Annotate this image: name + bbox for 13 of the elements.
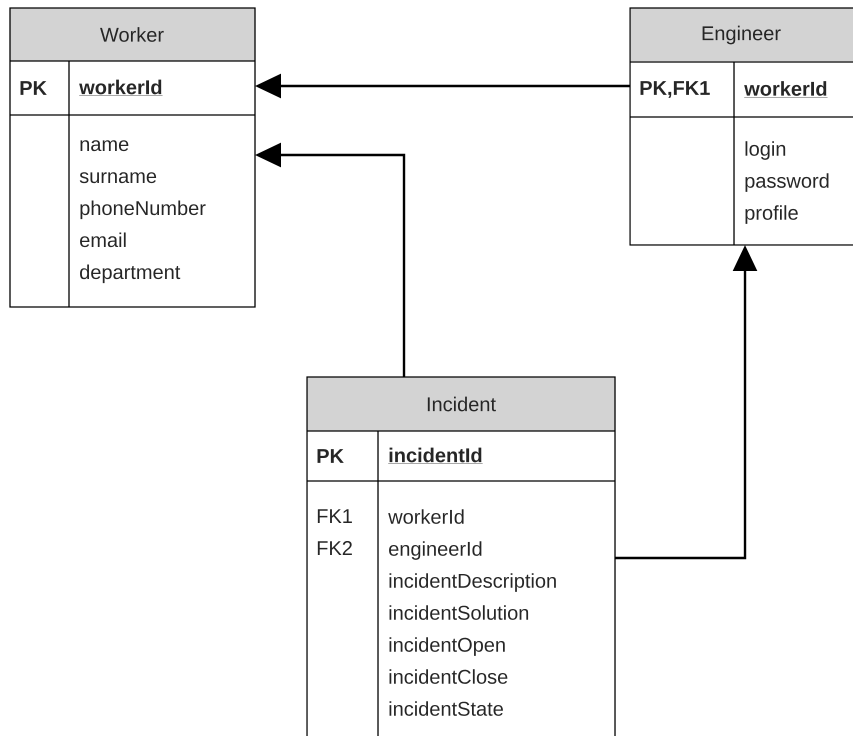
key-field: incidentId [388,448,483,464]
key-label: PK,FK1 [640,81,710,98]
table-title: Worker [100,27,164,42]
key-label: PK [20,81,47,95]
table-title: Engineer [702,26,781,44]
key-field: workerId [744,81,828,98]
table-title: Incident [428,396,496,412]
key-label: PK [318,449,344,463]
key-field: workerId [79,80,163,96]
attribute-list: workerId engineerId incidentDescription incidentSolution incidentOpen incidentClose incidentState [388,509,556,716]
attribute-list: name surname phoneNumber email department [80,140,206,284]
attribute-list: login password profile [746,141,828,224]
foreign-key-labels: FK1 FK2 [318,509,352,555]
